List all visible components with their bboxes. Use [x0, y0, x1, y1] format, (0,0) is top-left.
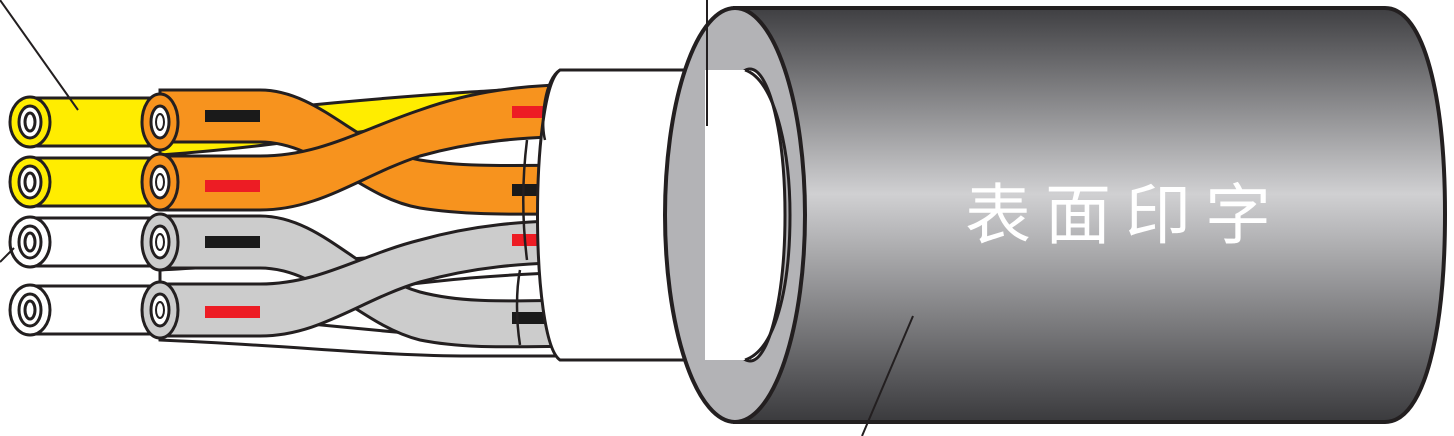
- filler-thread: [515, 139, 529, 346]
- white-core-2: [8, 283, 160, 337]
- red-band-mark: [205, 180, 260, 192]
- leader-line-yellow-core: [0, 0, 79, 111]
- white-core-1: [8, 215, 160, 269]
- jacket-surface-print: 表面印字: [965, 177, 1285, 254]
- red-band-mark: [205, 306, 260, 318]
- yellow-core-2: [8, 155, 160, 209]
- black-band-mark: [205, 236, 260, 248]
- leader-line-jacket: [861, 315, 914, 436]
- leader-line-white-core: [0, 247, 15, 263]
- black-band-mark: [205, 110, 260, 122]
- yellow-core-1: [8, 95, 160, 149]
